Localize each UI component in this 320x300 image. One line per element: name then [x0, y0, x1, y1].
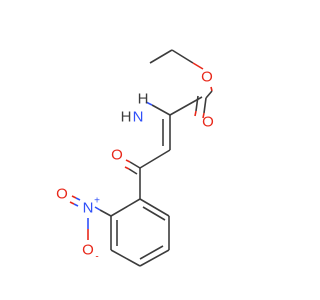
bond-carbonyl-co-2b — [194, 110, 197, 117]
bond-carbonyl-co-1b — [202, 112, 205, 119]
bond-ring-nitro-n — [94, 206, 101, 211]
bond-alpha-amine — [151, 104, 171, 116]
bond-ketone-co-2 — [128, 168, 138, 175]
atom-amine-hydrogen: H — [121, 109, 132, 126]
bond-ester-o-carbonyl — [210, 86, 213, 92]
bond-nitro-o-left-1a — [75, 197, 81, 201]
atom-nitro-nitrogen: N — [83, 200, 94, 217]
bond-ch2-ester-o — [192, 62, 204, 70]
bond-nitro-o-left-1b — [71, 195, 77, 199]
atom-amine-nitrogen: N — [133, 109, 144, 126]
bond-ketone-co-2b — [124, 166, 130, 170]
bond-carbonyl-co-2 — [195, 95, 199, 112]
bond-nitro-o-left-2a — [73, 203, 79, 207]
ring-bond-1-inner — [142, 206, 166, 221]
atom-ester-oxygen: O — [201, 69, 213, 86]
bond-carbonyl-alpha — [169, 96, 203, 116]
bond-ketone-co-1b — [125, 159, 131, 163]
bond-ketone-co-1 — [129, 161, 141, 169]
atom-nitro-oxygen-bottom: O — [82, 242, 94, 259]
ring-bond-3-inner — [139, 245, 164, 260]
atom-ketone-oxygen: O — [111, 147, 123, 164]
ring-bond-4 — [110, 249, 141, 267]
bond-ester-o-carbonyl-c — [205, 90, 213, 99]
atom-carbonyl-oxygen: O — [202, 114, 214, 131]
nitro-nitrogen-charge: + — [94, 196, 100, 207]
bond-ethyl-terminal — [149, 49, 173, 64]
bond-carbonyl-co-1 — [203, 97, 207, 114]
ring-bond-3 — [139, 249, 170, 267]
bond-ethyl-ch2 — [171, 49, 194, 64]
molecule-canvas: O O O H N H N + O O - — [56, 49, 214, 267]
ring-bond-1 — [139, 198, 170, 217]
bond-alpha-amine-n — [145, 101, 153, 106]
nitro-oxygen-charge: - — [95, 252, 98, 263]
atom-amine-hydrogen-2: H — [138, 91, 149, 108]
bond-beta-ketone — [139, 149, 171, 169]
atom-nitro-oxygen-left: O — [56, 186, 68, 203]
ring-bond-6 — [110, 198, 141, 217]
structure-diagram: O O O H N H N + O O - — [56, 49, 214, 267]
bond-ring-nitro — [99, 209, 112, 217]
bond-nitro-o-left-2b — [69, 201, 75, 205]
